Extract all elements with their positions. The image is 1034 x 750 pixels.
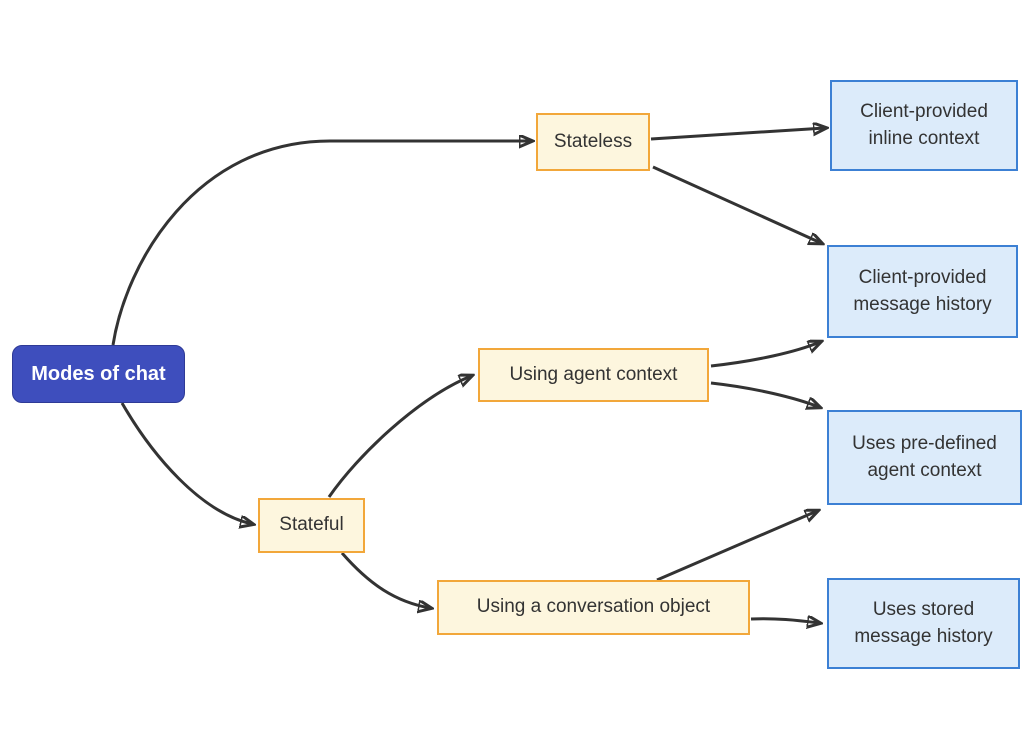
node-using-agent-context: Using agent context xyxy=(478,348,709,402)
node-stateless: Stateless xyxy=(536,113,650,171)
node-predefined-agent-context: Uses pre-defined agent context xyxy=(827,410,1022,505)
edge-modes-to-stateful xyxy=(120,402,252,524)
node-stored-message-history-label: Uses stored message history xyxy=(854,598,993,647)
edge-stateful-to-conversation-object xyxy=(340,552,430,608)
edge-modes-to-stateless xyxy=(111,141,531,346)
edge-agent-context-to-predefined-context xyxy=(710,381,819,407)
edge-stateless-to-message-history xyxy=(652,165,821,243)
node-stateless-label: Stateless xyxy=(553,130,633,152)
node-using-conversation-object-label: Using a conversation object xyxy=(476,596,711,618)
node-stateful-label: Stateful xyxy=(279,514,344,536)
node-stored-message-history: Uses stored message history xyxy=(827,578,1020,669)
node-stateful: Stateful xyxy=(258,498,365,553)
node-client-message-history-label: Client-provided message history xyxy=(853,266,992,315)
node-modes-of-chat: Modes of chat xyxy=(12,345,185,403)
node-using-conversation-object: Using a conversation object xyxy=(437,580,750,635)
edge-stateful-to-agent-context xyxy=(327,376,471,498)
node-modes-of-chat-label: Modes of chat xyxy=(31,362,166,385)
edge-agent-context-to-message-history xyxy=(710,342,820,368)
edge-conversation-object-to-stored-history xyxy=(750,619,819,623)
edge-stateless-to-inline-context xyxy=(650,128,825,141)
node-client-message-history: Client-provided message history xyxy=(827,245,1018,338)
edge-conversation-object-to-predefined-context xyxy=(656,511,817,582)
node-predefined-agent-context-label: Uses pre-defined agent context xyxy=(852,432,997,481)
node-client-inline-context: Client-provided inline context xyxy=(830,80,1018,171)
node-client-inline-context-label: Client-provided inline context xyxy=(860,100,988,149)
node-using-agent-context-label: Using agent context xyxy=(509,363,678,385)
